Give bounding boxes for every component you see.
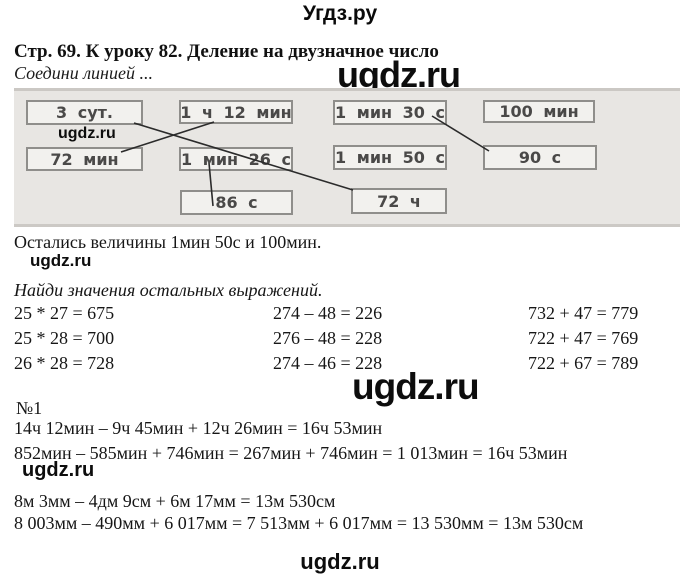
watermark: ugdz.ru: [337, 54, 461, 95]
watermark: ugdz.ru: [58, 125, 116, 142]
expression-column: 274 – 48 = 226 276 – 48 = 228 274 – 46 =…: [273, 301, 382, 376]
task-solution-line: 852мин – 585мин + 746мин = 267мин + 746м…: [14, 443, 568, 463]
expressions-heading: Найди значения остальных выражений.: [14, 280, 323, 300]
match-box: 1 мин 30 с: [333, 100, 447, 125]
footer-watermark: ugdz.ru: [300, 549, 380, 574]
expression-column: 732 + 47 = 779 722 + 47 = 769 722 + 67 =…: [528, 301, 638, 376]
match-box: 72 мин: [26, 147, 143, 171]
task-number: №1: [16, 398, 43, 418]
expression: 25 * 27 = 675: [14, 303, 115, 323]
site-header: Угдз.ру: [302, 2, 378, 25]
expression: 732 + 47 = 779: [528, 303, 639, 323]
match-box: 1 мин 26 с: [179, 147, 293, 171]
expression: 25 * 28 = 700: [14, 328, 115, 348]
expression: 722 + 67 = 789: [528, 353, 639, 373]
expression: 26 * 28 = 728: [14, 353, 115, 373]
task-instruction: Соедини линией ...: [14, 63, 153, 83]
watermark: ugdz.ru: [352, 366, 480, 407]
expression: 722 + 47 = 769: [528, 328, 639, 348]
match-box: 100 мин: [483, 100, 595, 123]
watermark: ugdz.ru: [22, 459, 95, 481]
expression-column: 25 * 27 = 675 25 * 28 = 700 26 * 28 = 72…: [14, 301, 114, 376]
expression: 274 – 48 = 226: [273, 303, 383, 323]
task-solution-line: 8м 3мм – 4дм 9см + 6м 17мм = 13м 530см: [14, 491, 336, 511]
remaining-values-note: Остались величины 1мин 50с и 100мин.: [14, 232, 322, 252]
match-box: 1 ч 12 мин: [179, 100, 293, 124]
page-title: Стр. 69. К уроку 82. Деление на двузначн…: [14, 41, 439, 62]
task-solution-line: 14ч 12мин – 9ч 45мин + 12ч 26мин = 16ч 5…: [14, 418, 383, 438]
match-box: 86 с: [180, 190, 293, 215]
watermark: ugdz.ru: [30, 251, 92, 270]
match-box: 72 ч: [351, 188, 447, 214]
expression: 276 – 48 = 228: [273, 328, 383, 348]
match-box: 3 сут.: [26, 100, 143, 125]
match-box: 90 с: [483, 145, 597, 170]
expression: 274 – 46 = 228: [273, 353, 383, 373]
task-solution-line: 8 003мм – 490мм + 6 017мм = 7 513мм + 6 …: [14, 513, 584, 533]
match-box: 1 мин 50 с: [333, 145, 447, 170]
